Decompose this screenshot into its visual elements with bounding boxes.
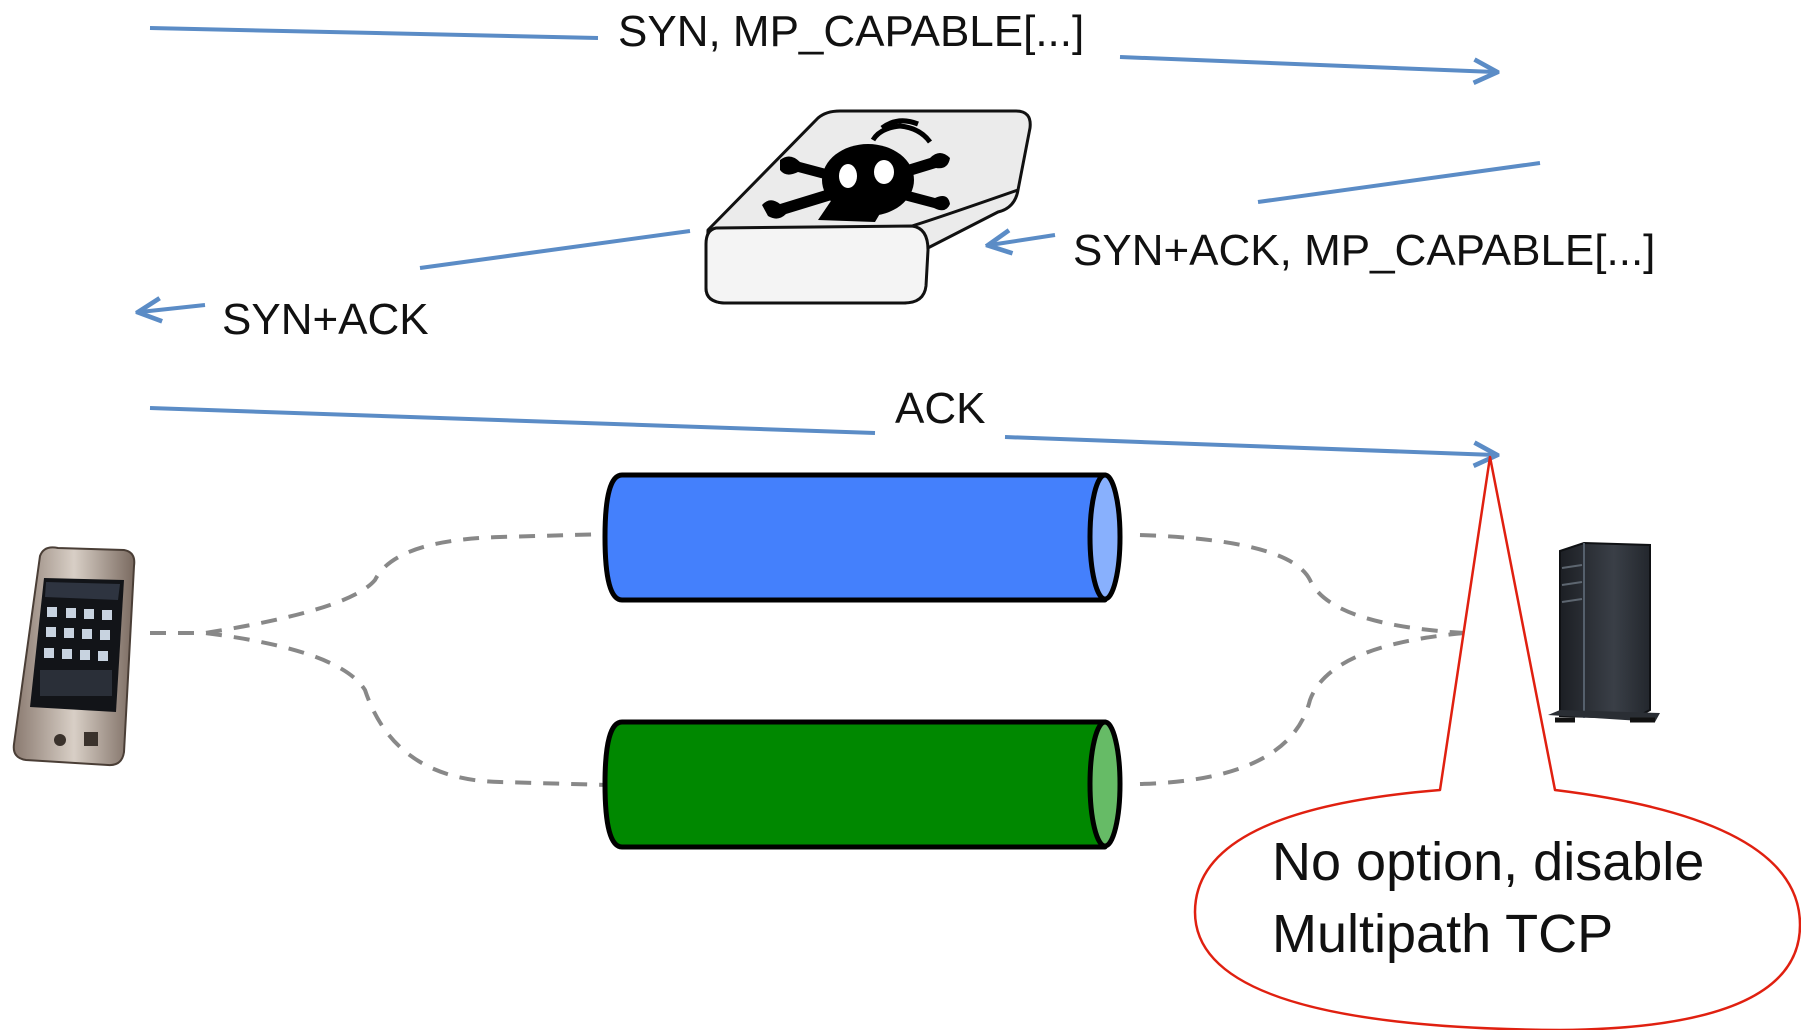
callout-line-1: No option, disable xyxy=(1272,832,1704,892)
upper-right-path xyxy=(1139,533,1466,635)
upper-tunnel xyxy=(602,472,1123,603)
synack-server-arrow xyxy=(990,161,1541,245)
malicious-middlebox-icon xyxy=(704,109,1032,305)
synack-client-label: SYN+ACK xyxy=(222,295,429,344)
syn-label: SYN, MP_CAPABLE[...] xyxy=(618,7,1084,56)
ack-label: ACK xyxy=(895,384,985,433)
lower-tunnel xyxy=(602,719,1123,850)
server-tower-icon xyxy=(1548,541,1660,723)
lower-left-path xyxy=(150,631,609,787)
upper-left-path xyxy=(150,532,609,635)
lower-right-path xyxy=(1139,631,1466,786)
synack-client-arrow xyxy=(140,229,691,312)
smartphone-icon xyxy=(12,546,136,767)
callout-line-2: Multipath TCP xyxy=(1272,904,1613,964)
ack-arrow xyxy=(149,406,1495,455)
skull-crossbones-icon xyxy=(762,118,950,222)
synack-server-label: SYN+ACK, MP_CAPABLE[...] xyxy=(1073,226,1655,275)
syn-arrow xyxy=(149,26,1495,72)
subflow-paths xyxy=(150,532,1466,787)
